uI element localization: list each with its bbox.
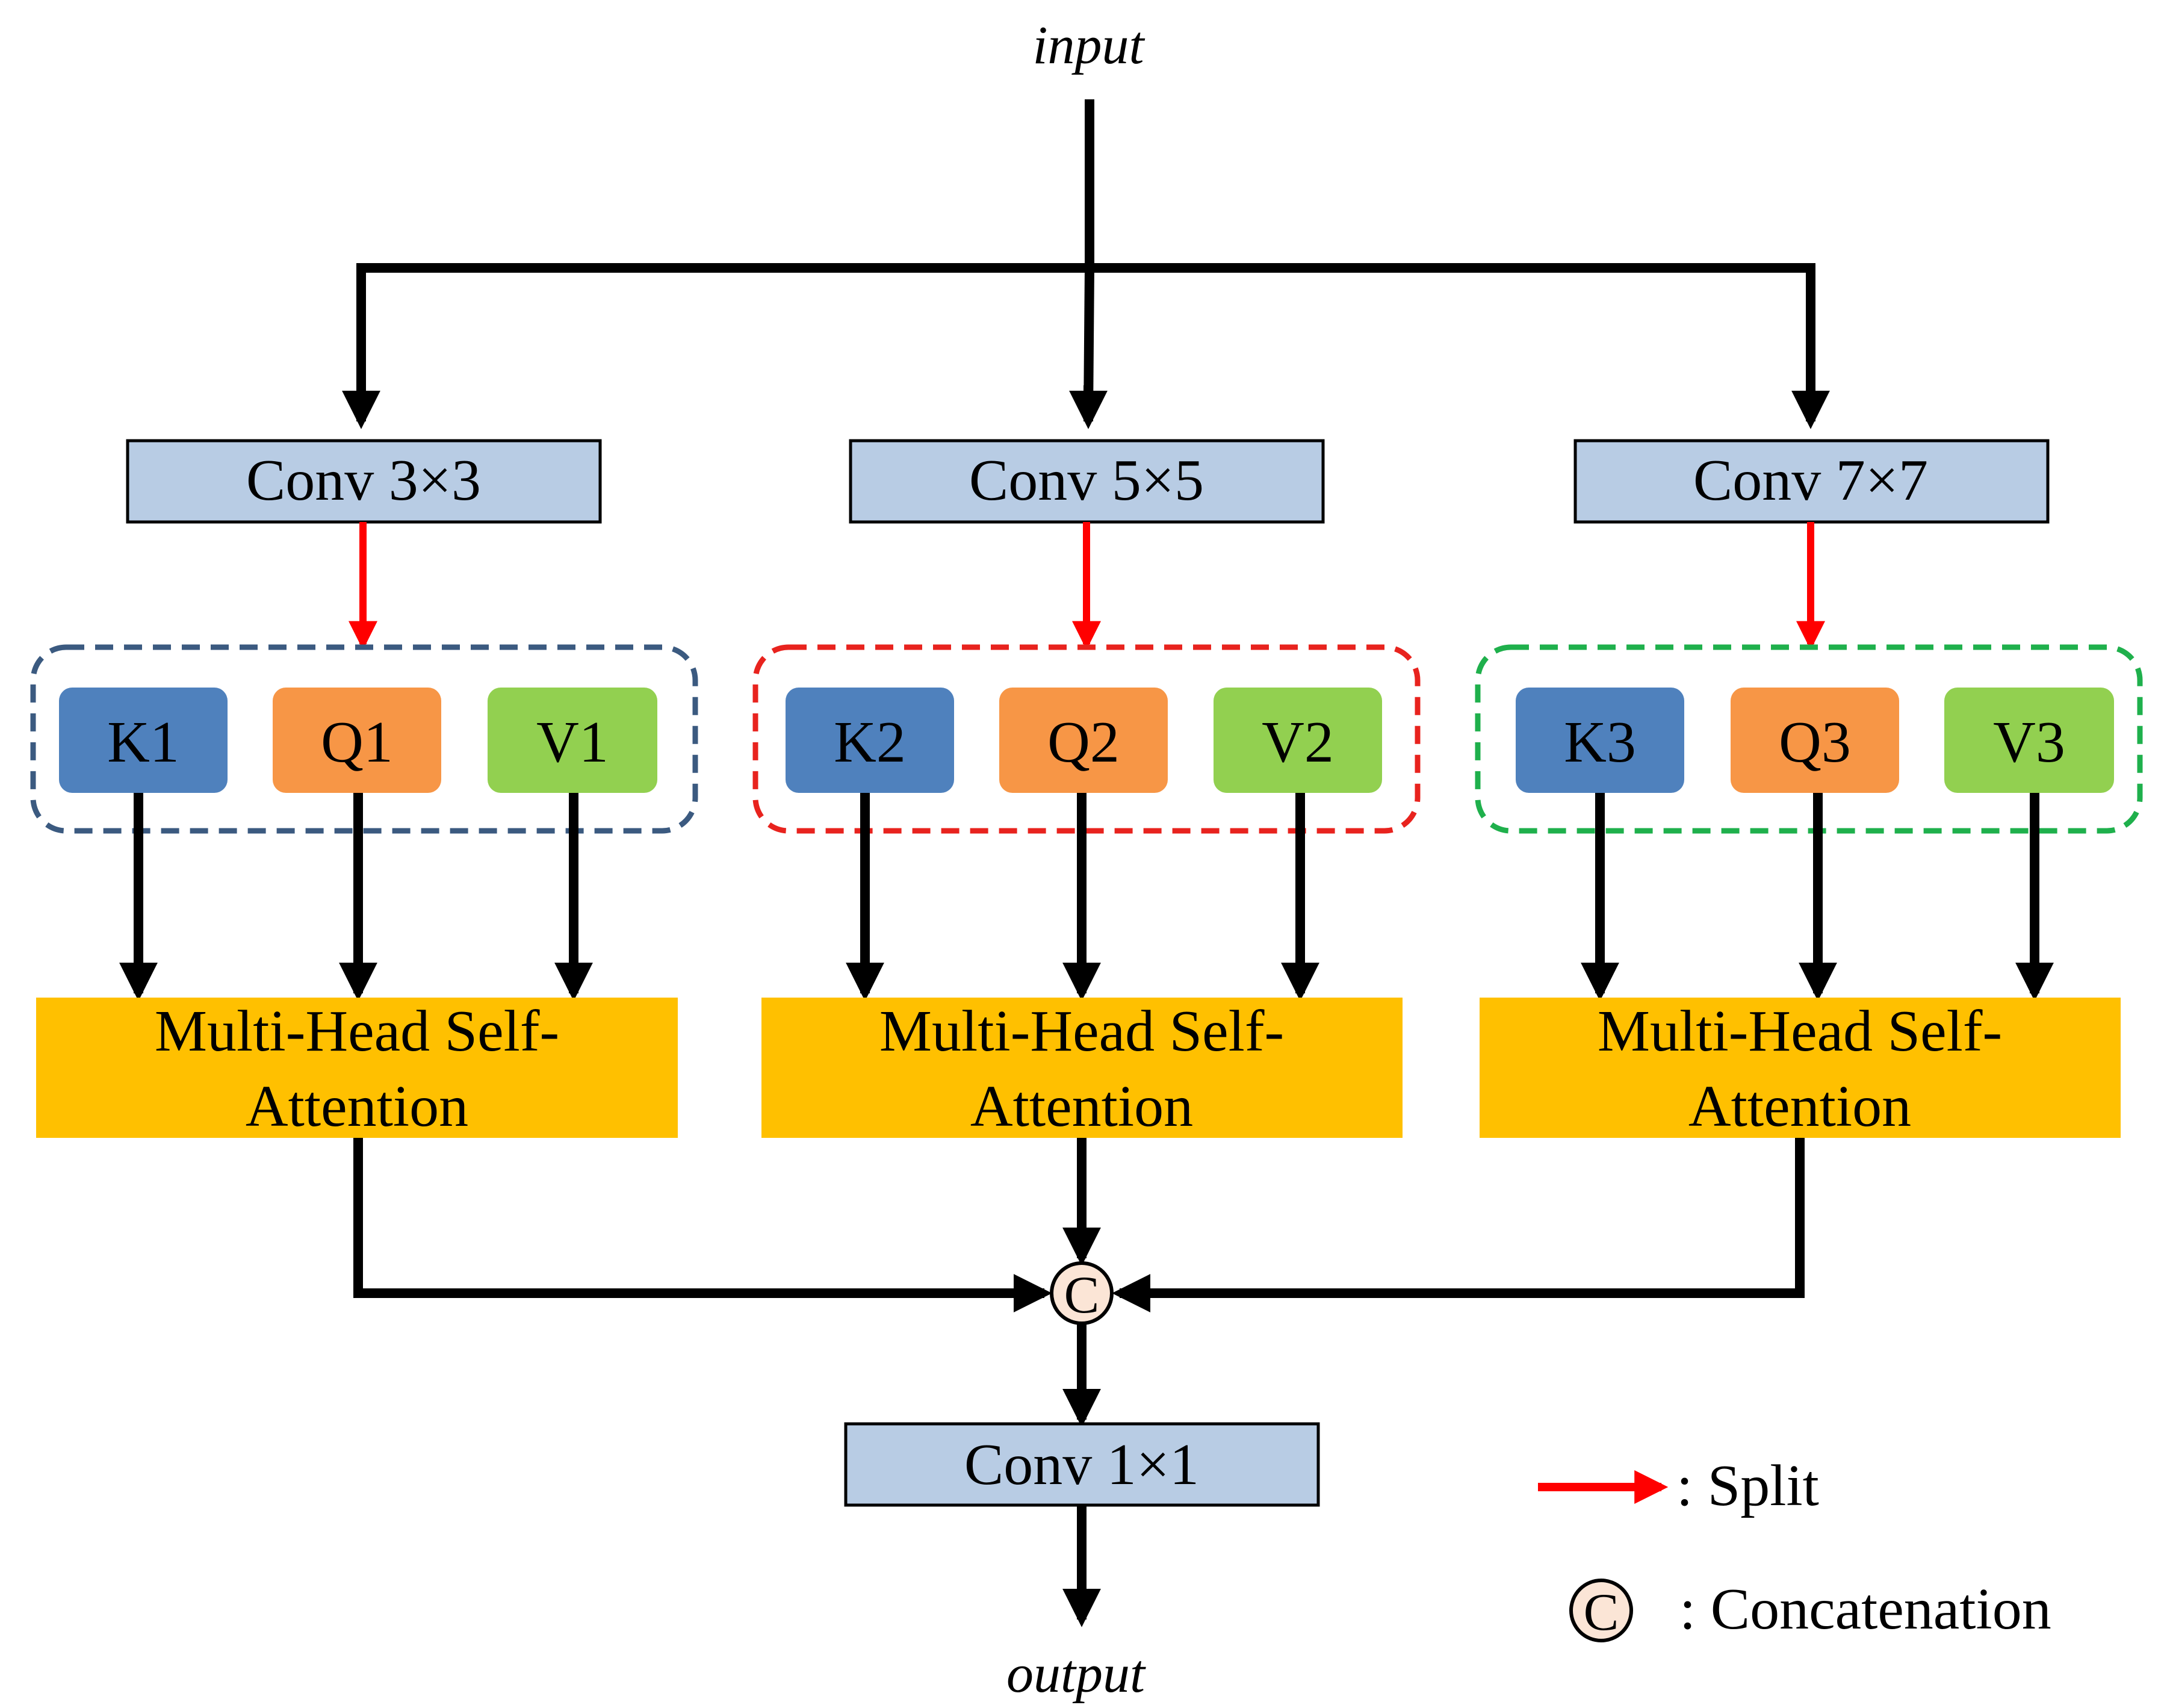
input-label: input — [1032, 16, 1145, 75]
attention-box-2 — [761, 998, 1403, 1138]
concat-node: C — [1050, 1261, 1114, 1325]
legend-concat-symbol: C — [1584, 1583, 1619, 1642]
value-box-v1 — [488, 688, 657, 793]
key-label-k2: K2 — [834, 710, 906, 775]
query-label-q3: Q3 — [1779, 710, 1851, 775]
input-flow-lines — [342, 99, 1830, 429]
attention-label-1a: Multi-Head Self- — [155, 999, 559, 1064]
key-label-k3: K3 — [1564, 710, 1636, 775]
kqv-group-1 — [30, 644, 698, 834]
concat-symbol: C — [1064, 1266, 1100, 1324]
query-box-q1 — [273, 688, 441, 793]
query-box-q2 — [999, 688, 1168, 793]
key-label-k1: K1 — [107, 710, 179, 775]
conv-7x7-label: Conv 7×7 — [1693, 448, 1928, 513]
value-label-v3: V3 — [1993, 710, 2065, 775]
conv-3x3-label: Conv 3×3 — [246, 448, 481, 513]
attention-label-3b: Attention — [1688, 1074, 1911, 1139]
conv-1x1-label: Conv 1×1 — [964, 1432, 1199, 1497]
key-box-k3 — [1516, 688, 1684, 793]
attention-label-1b: Attention — [246, 1074, 468, 1139]
legend-concat-label: : Concatenation — [1679, 1577, 2051, 1642]
attention-label-3a: Multi-Head Self- — [1598, 999, 2002, 1064]
value-box-v3 — [1944, 688, 2114, 793]
query-label-q1: Q1 — [321, 710, 393, 775]
conv-5x5-label: Conv 5×5 — [969, 448, 1204, 513]
merge-line-left — [353, 1138, 1052, 1312]
branch-3: Conv 7×7 K3 Q3 V3 Multi-Head Self- Atten… — [1475, 439, 2143, 1139]
output-label: output — [1006, 1644, 1146, 1704]
attention-label-2b: Attention — [970, 1074, 1193, 1139]
attention-box-3 — [1480, 998, 2121, 1138]
value-label-v1: V1 — [536, 710, 609, 775]
kqv-group-3 — [1475, 644, 2143, 834]
conv-1x1-box — [844, 1422, 1320, 1507]
attention-label-2a: Multi-Head Self- — [879, 999, 1284, 1064]
conv-5x5-box — [849, 439, 1325, 524]
attention-box-1 — [36, 998, 678, 1138]
legend-concat-icon — [1569, 1579, 1633, 1642]
concat-circle — [1050, 1261, 1114, 1325]
branch-2: Conv 5×5 K2 Q2 V2 Multi-Head Self- Atten… — [752, 439, 1421, 1139]
key-box-k2 — [786, 688, 954, 793]
query-label-q2: Q2 — [1047, 710, 1120, 775]
merge-lines — [353, 1138, 1805, 1312]
value-label-v2: V2 — [1262, 710, 1334, 775]
value-box-v2 — [1214, 688, 1382, 793]
legend-split-label: : Split — [1676, 1453, 1819, 1518]
branch-1: Conv 3×3 K1 Q1 V1 Multi-Head Self- Atten… — [30, 439, 698, 1139]
query-box-q3 — [1731, 688, 1899, 793]
merge-line-right — [1112, 1138, 1805, 1312]
key-box-k1 — [59, 688, 228, 793]
legend: : Split C : Concatenation — [1538, 1453, 2051, 1642]
